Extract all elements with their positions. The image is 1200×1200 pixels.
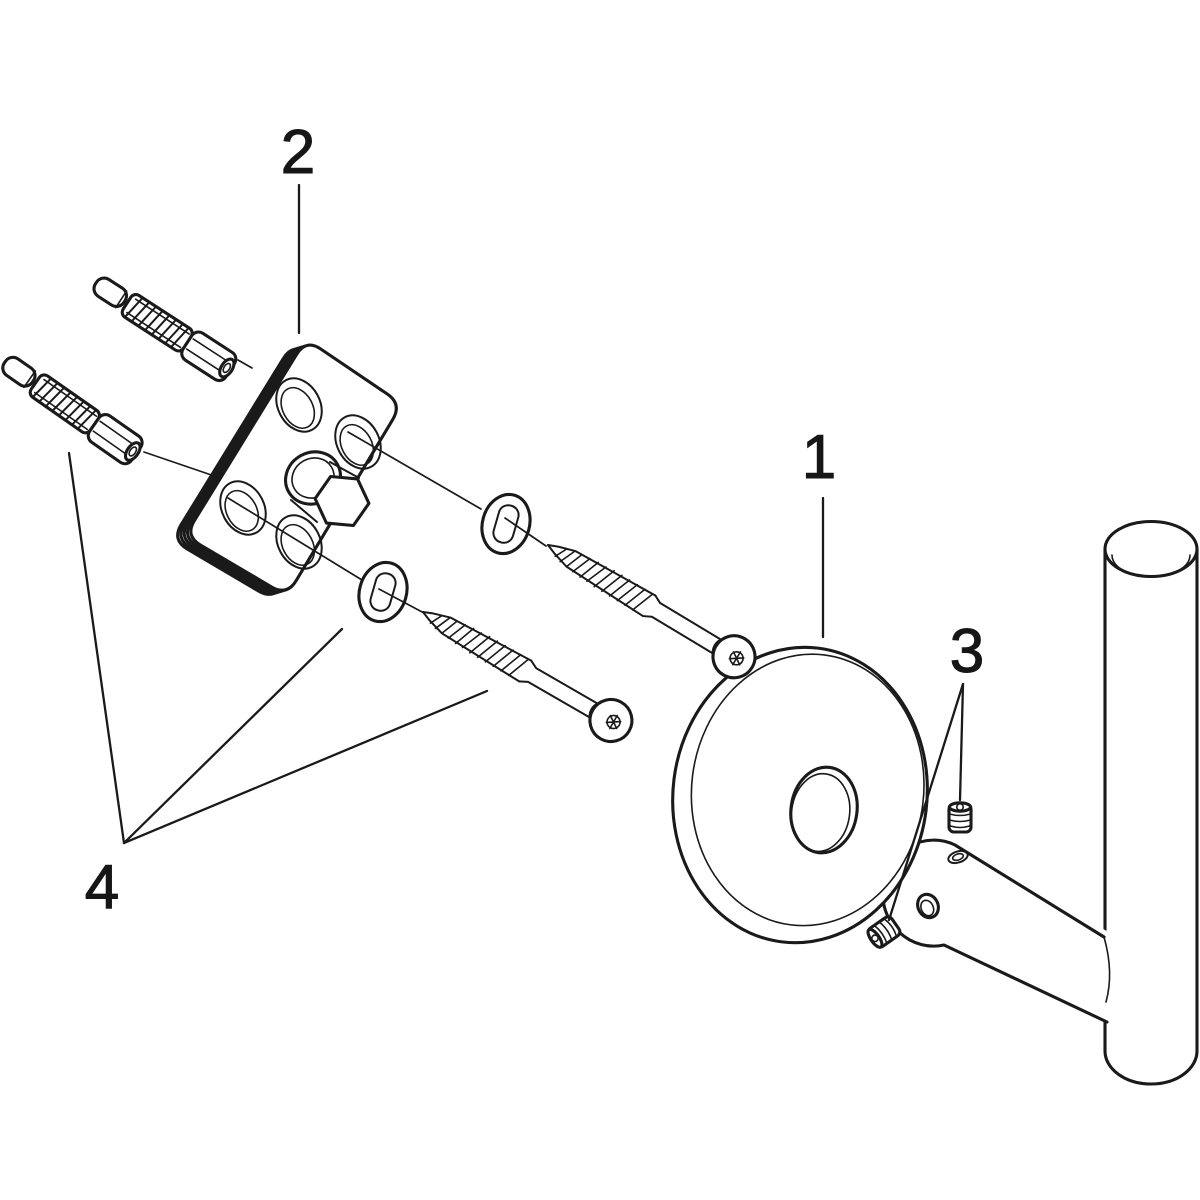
leader-line-4b: [122, 627, 344, 845]
plate-hole-left: [219, 480, 267, 536]
assembly-axis-upper-anchor: [237, 359, 253, 369]
callout-1-label: 1: [802, 423, 836, 492]
set-screw-upper: [947, 801, 973, 834]
plate-hole-right: [334, 414, 382, 470]
assembly-axis-upper-screw: [347, 431, 482, 510]
assembly-axis-lower-screw-tip: [378, 588, 425, 614]
assembly-axis-lower-screw: [227, 497, 363, 581]
wall-anchor-upper: [85, 268, 242, 386]
callout-2-label: 2: [281, 118, 315, 187]
assembly-axis-upper-screw-tip: [504, 517, 547, 547]
wood-screw-lower: [410, 592, 642, 751]
plate-hole-top: [275, 377, 323, 433]
callout-leader-lines: [67, 183, 965, 922]
leader-line-3a: [958, 682, 965, 802]
leader-line-3b: [887, 682, 965, 922]
plate-hole-bottom: [275, 514, 323, 570]
leader-line-4c: [122, 689, 489, 845]
callout-3-label: 3: [950, 617, 984, 686]
plate-center-boss: [284, 450, 371, 528]
escutcheon-rosette: [671, 645, 929, 945]
mounting-plate: [176, 343, 398, 596]
holder-bar: [1103, 519, 1199, 1086]
wall-anchor-lower: [0, 347, 149, 470]
arm-screw-hole-small: [947, 849, 969, 865]
leader-line-4a: [67, 451, 126, 845]
washer-upper: [473, 487, 539, 561]
callout-4-label: 4: [85, 853, 119, 922]
wood-screw-upper: [535, 525, 765, 688]
holder-arm: [881, 838, 1112, 1025]
arm-screw-hole-large: [916, 892, 940, 920]
